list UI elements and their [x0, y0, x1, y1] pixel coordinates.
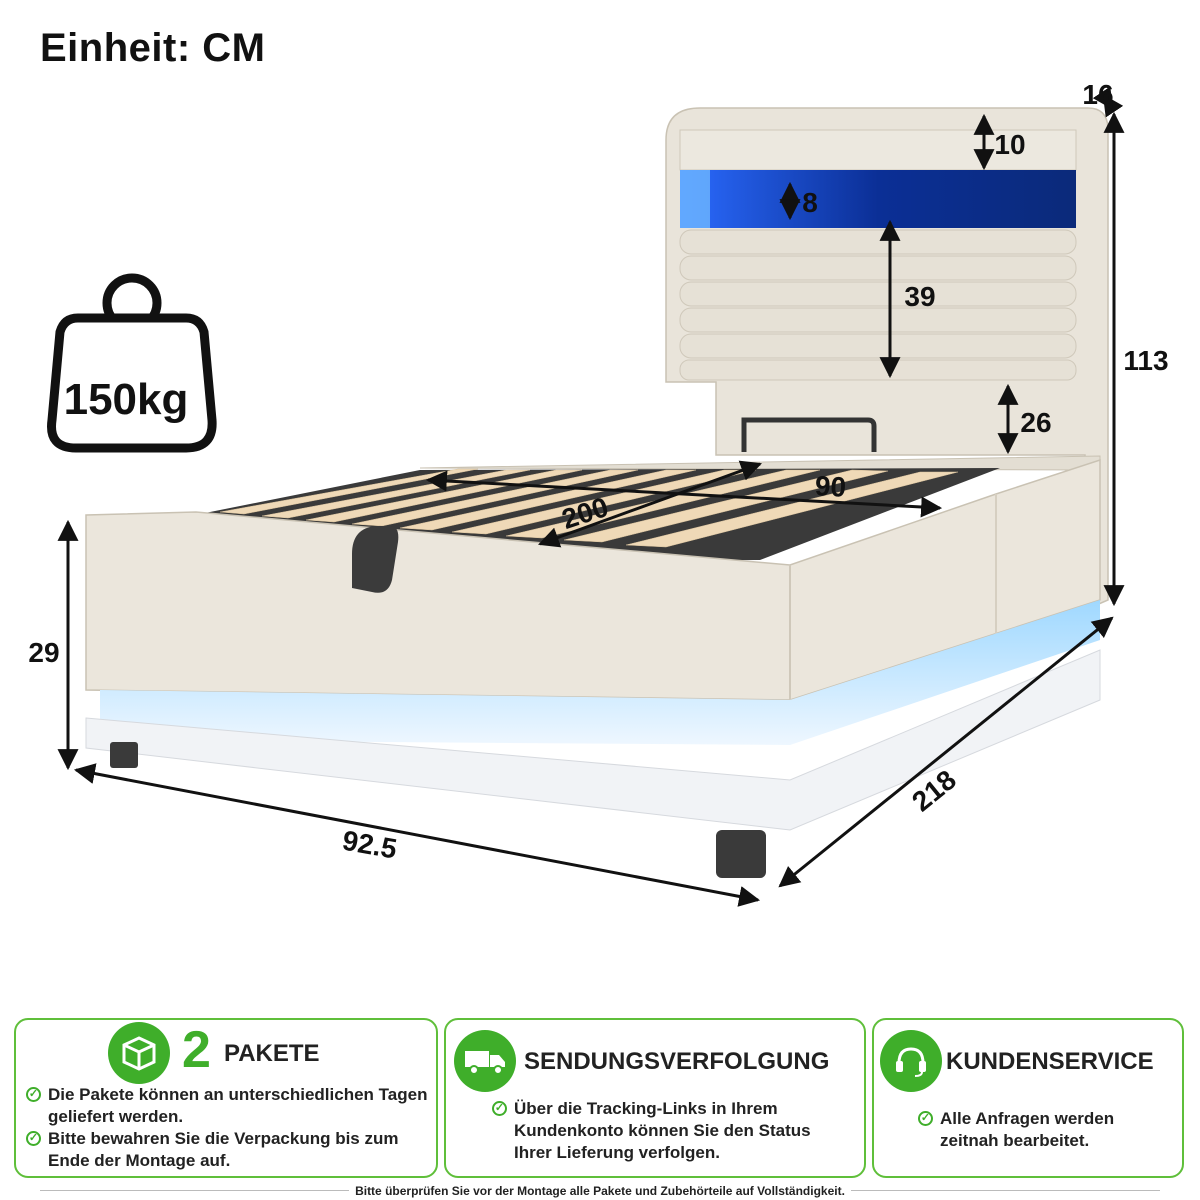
unit-title: Einheit: CM — [40, 26, 266, 70]
bullet-item: ✓Bitte bewahren Sie die Verpackung bis z… — [26, 1128, 436, 1172]
dim-led-strip: 8 — [802, 187, 818, 218]
bullet-item: ✓Alle Anfragen werden zeitnah bearbeitet… — [918, 1108, 1158, 1152]
info-card-customer-service: KUNDENSERVICE ✓Alle Anfragen werden zeit… — [872, 1018, 1184, 1178]
info-card-packages: 2 PAKETE ✓Die Pakete können an unterschi… — [14, 1018, 438, 1178]
weight-capacity-label: 150kg — [64, 375, 189, 424]
bed-dimension-drawing: 150kg — [28, 79, 1169, 907]
dim-mattress-width: 90 — [814, 470, 847, 503]
bullet-item: ✓Über die Tracking-Links in Ihrem Kunden… — [492, 1098, 822, 1164]
weight-icon — [47, 273, 217, 453]
check-icon: ✓ — [918, 1111, 933, 1126]
card-title-tracking: SENDUNGSVERFOLGUNG — [524, 1048, 830, 1075]
info-card-tracking: SENDUNGSVERFOLGUNG ✓Über die Tracking-Li… — [444, 1018, 866, 1178]
check-icon: ✓ — [26, 1131, 41, 1146]
footer-note: Bitte überprüfen Sie vor der Montage all… — [0, 1184, 1200, 1198]
dim-total-height: 113 — [1123, 345, 1168, 376]
dim-headboard-panel: 39 — [904, 281, 935, 312]
delivery-truck-icon — [454, 1030, 516, 1092]
package-count: 2 — [182, 1021, 211, 1079]
dim-base-height: 29 — [28, 637, 59, 668]
dim-headboard-leg-gap: 26 — [1020, 407, 1051, 438]
check-icon: ✓ — [26, 1087, 41, 1102]
dim-headboard-depth: 16 — [1082, 79, 1113, 110]
dim-headboard-top-band: 10 — [994, 129, 1025, 160]
check-icon: ✓ — [492, 1101, 507, 1116]
package-box-icon — [108, 1022, 170, 1084]
bullet-item: ✓Die Pakete können an unterschiedlichen … — [26, 1084, 436, 1128]
headset-icon — [880, 1030, 942, 1092]
card-title-packages: PAKETE — [224, 1040, 320, 1067]
card-title-customer-service: KUNDENSERVICE — [946, 1048, 1154, 1075]
